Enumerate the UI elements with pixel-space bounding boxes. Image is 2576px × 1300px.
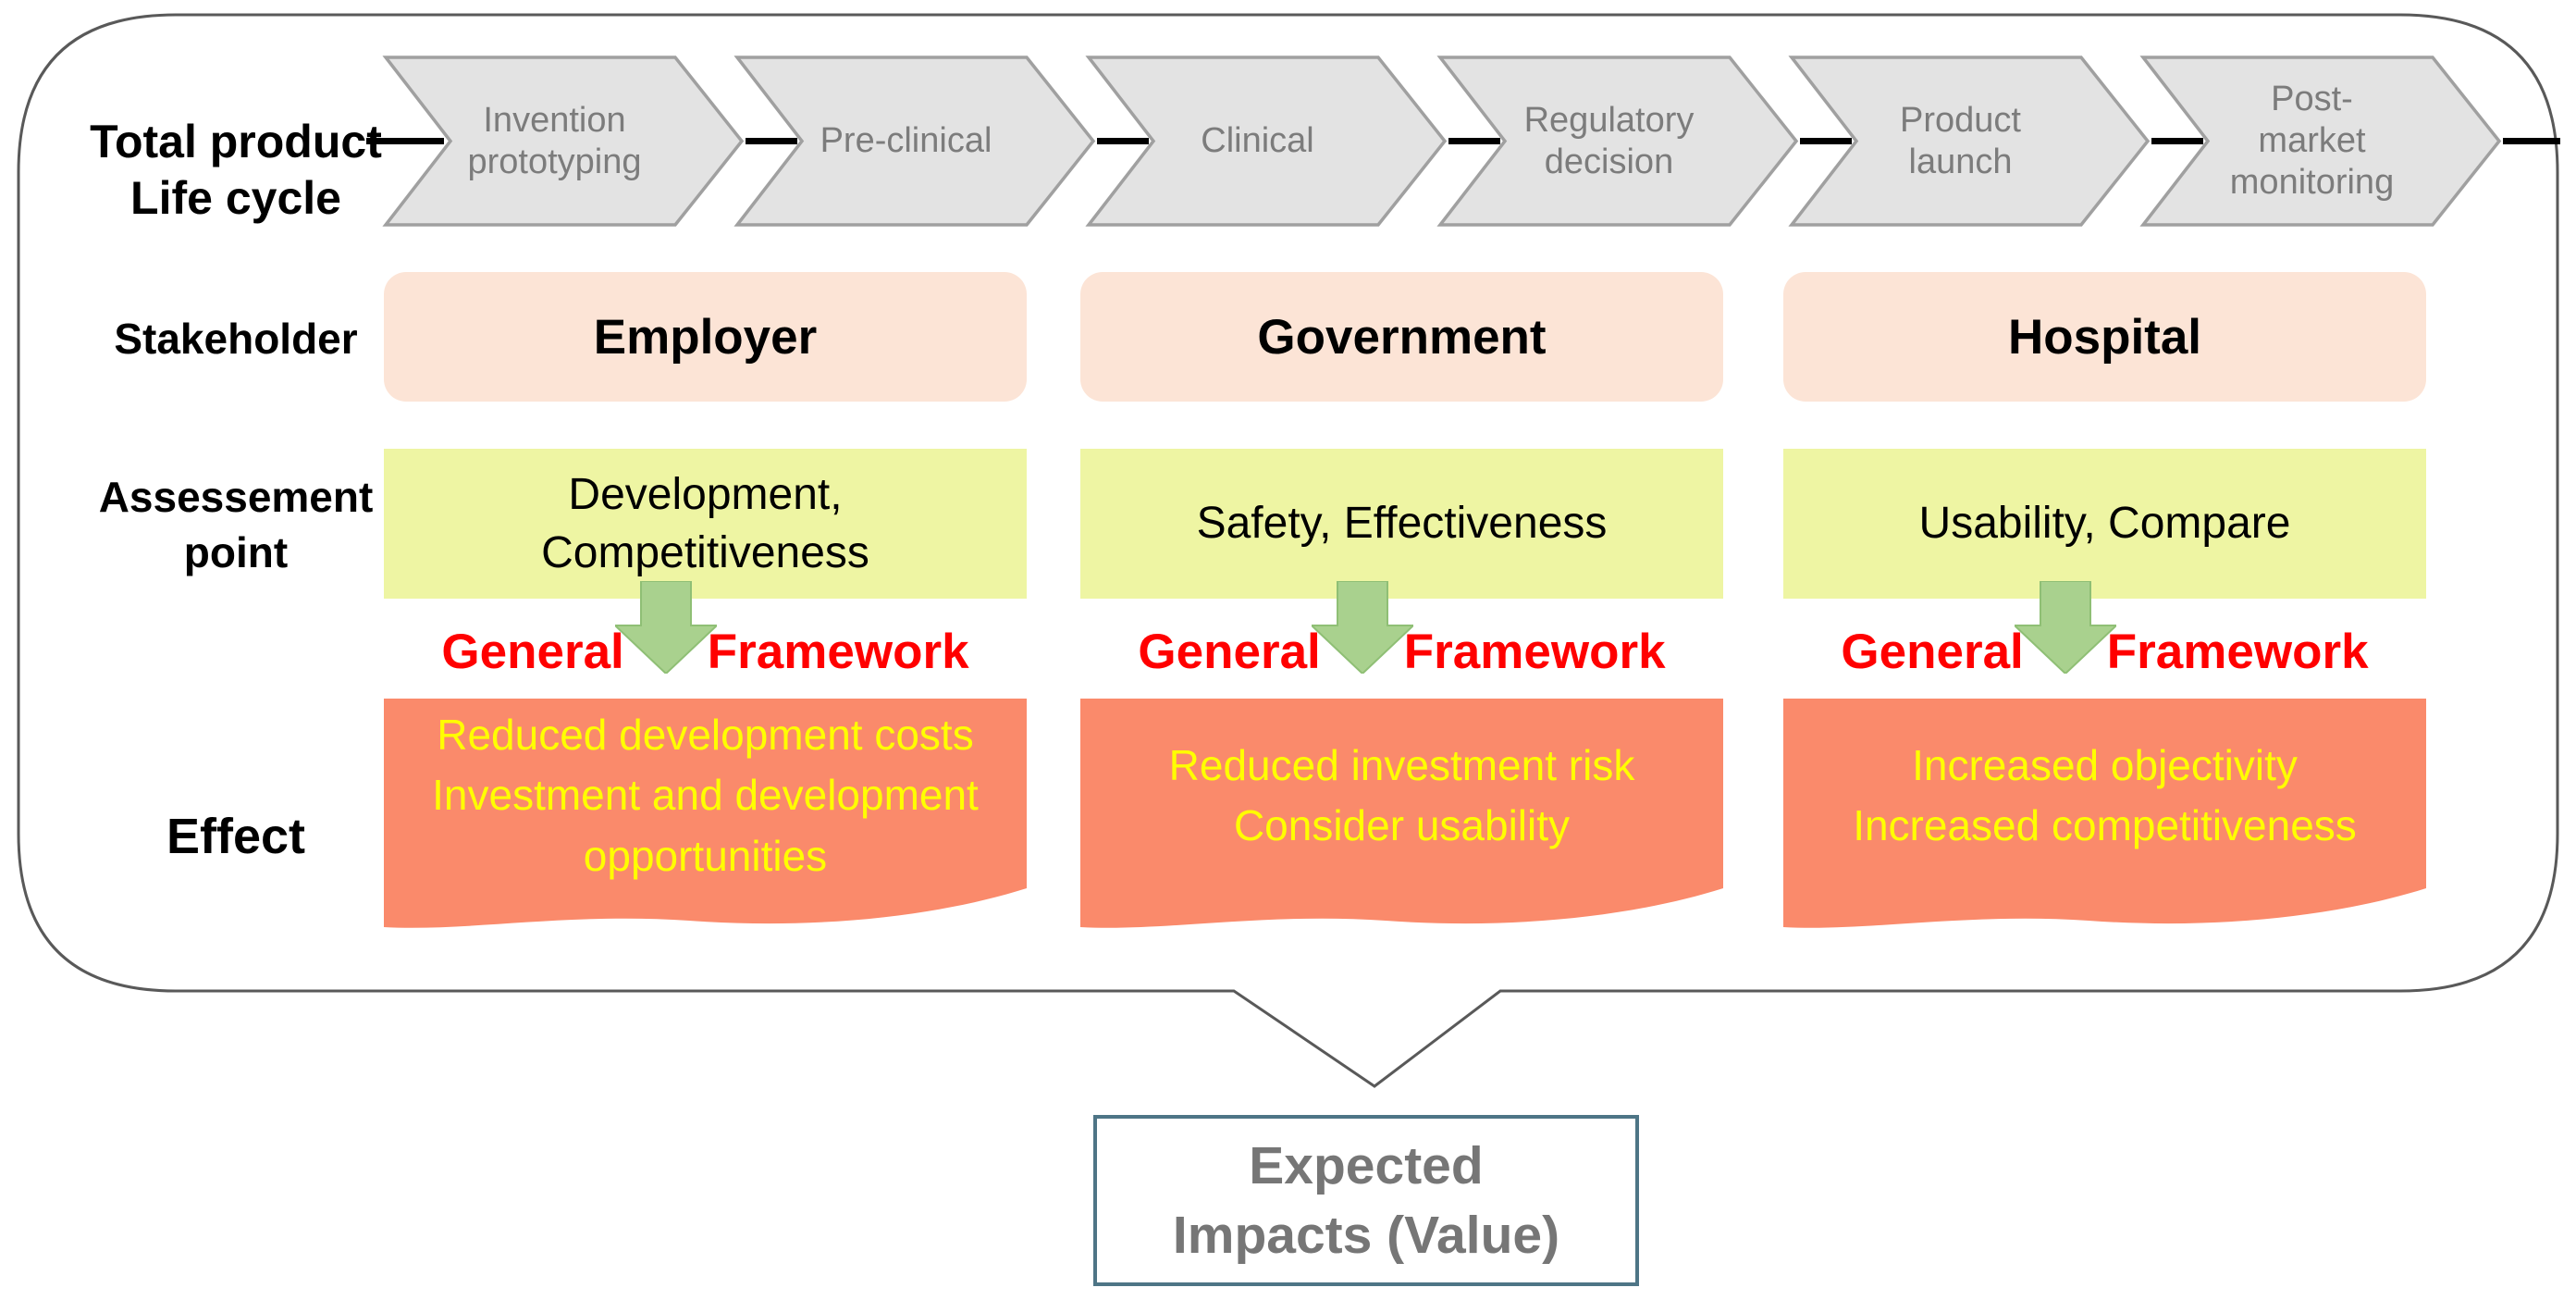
framework-arrow-slot [614,580,717,674]
framework-word-framework: Framework [1403,624,1666,679]
effect-text-hospital: Increased objectivity Increased competit… [1853,740,2357,849]
chevron-pre-clinical [733,56,1096,227]
stage-label-invention-prototyping: Invention prototyping [467,100,642,181]
assessment-box-government: Safety, Effectiveness [1080,449,1723,599]
row-label-assessment: Assessement point [98,473,374,576]
chevron-clinical [1085,56,1448,227]
stage-label-pre-clinical: Pre-clinical [820,121,992,161]
chevron-invention-prototyping [382,56,745,227]
framework-word-general: General [441,624,624,679]
effect-box-hospital [1783,699,2426,928]
effect-text-employer: Reduced development costs Investment and… [432,711,979,880]
stage-label-clinical: Clinical [1201,121,1314,161]
row-label-stakeholder: Stakeholder [114,315,358,363]
chevron-post-market-monitoring [2139,56,2502,227]
chevron-regulatory-decision [1436,56,1799,227]
stakeholder-box-government: Government [1080,272,1723,402]
assessment-box-hospital: Usability, Compare [1783,449,2426,599]
green-down-arrow-icon [2014,580,2116,674]
framework-word-general: General [1841,624,2024,679]
row-label-lifecycle: Total product Life cycle [90,116,382,224]
assessment-box-employer: Development, Competitiveness [384,449,1027,599]
row-label-effect: Effect [166,809,306,864]
green-down-arrow-icon [614,580,717,674]
framework-row-hospital: General Framework [1783,580,2426,685]
stage-label-product-launch: Product launch [1900,100,2021,181]
stakeholder-box-employer: Employer [384,272,1027,402]
framework-word-framework: Framework [707,624,969,679]
framework-arrow-slot [1311,580,1413,674]
effect-box-government [1080,699,1723,928]
framework-row-government: General Framework [1080,580,1723,685]
effect-box-employer [384,699,1027,928]
framework-row-employer: General Framework [384,580,1027,685]
expected-impacts-box: Expected Impacts (Value) [1093,1115,1639,1286]
effect-text-government: Reduced investment risk Consider usabili… [1168,740,1635,849]
chevron-product-launch [1788,56,2151,227]
stakeholder-box-hospital: Hospital [1783,272,2426,402]
framework-word-general: General [1138,624,1321,679]
green-down-arrow-icon [1311,580,1413,674]
framework-arrow-slot [2014,580,2116,674]
stage-label-post-market-monitoring: Post- market monitoring [2229,80,2395,202]
framework-word-framework: Framework [2106,624,2369,679]
stage-label-regulatory-decision: Regulatory decision [1523,100,1695,181]
